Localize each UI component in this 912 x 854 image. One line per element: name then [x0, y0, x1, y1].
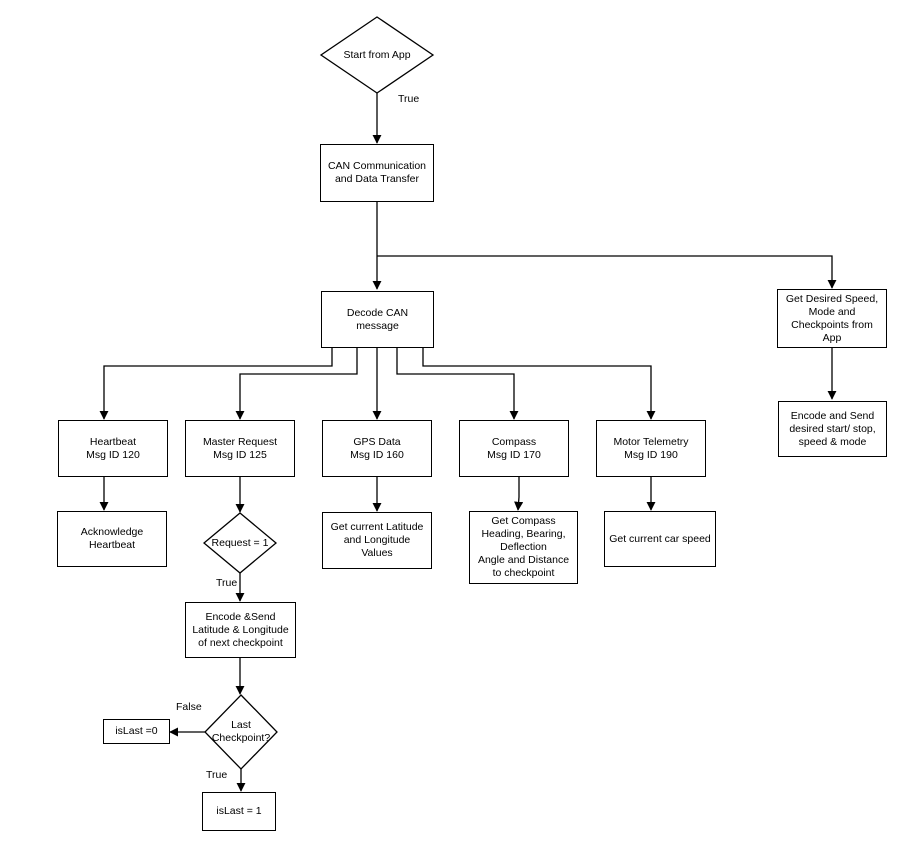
gps-values-node: Get current Latitude and Longitude Value…	[322, 512, 432, 569]
motor-telemetry-node: Motor Telemetry Msg ID 190	[596, 420, 706, 477]
request-true-label: True	[216, 577, 238, 589]
islast-zero-node: isLast =0	[103, 719, 170, 744]
request-check-node: Request = 1	[211, 536, 269, 549]
decode-can-node: Decode CAN message	[321, 291, 434, 348]
last-checkpoint-node: Last Checkpoint?	[211, 719, 271, 744]
islast-one-node: isLast = 1	[202, 792, 276, 831]
start-true-label: True	[398, 93, 420, 105]
can-communication-node: CAN Communication and Data Transfer	[320, 144, 434, 202]
edge-decode-to-motor	[422, 348, 656, 420]
gps-data-node: GPS Data Msg ID 160	[322, 420, 432, 477]
heartbeat-node: Heartbeat Msg ID 120	[58, 420, 168, 477]
compass-values-node: Get Compass Heading, Bearing, Deflection…	[469, 511, 578, 584]
master-request-node: Master Request Msg ID 125	[185, 420, 295, 477]
last-false-label: False	[176, 701, 202, 713]
edge-decode-to-master-request	[235, 348, 358, 420]
acknowledge-heartbeat-node: Acknowledge Heartbeat	[57, 511, 167, 567]
start-node: Start from App	[343, 48, 411, 61]
edge-decode-to-heartbeat	[99, 348, 333, 420]
edge-decode-to-compass	[396, 348, 519, 420]
car-speed-node: Get current car speed	[604, 511, 716, 567]
encode-latlong-node: Encode &Send Latitude & Longitude of nex…	[185, 602, 296, 658]
compass-node: Compass Msg ID 170	[459, 420, 569, 477]
get-desired-speed-node: Get Desired Speed, Mode and Checkpoints …	[777, 289, 887, 348]
edge-can-to-get-desired	[377, 255, 837, 289]
last-true-label: True	[206, 769, 228, 781]
edge-compass-to-values	[514, 477, 524, 511]
encode-send-start-stop-node: Encode and Send desired start/ stop, spe…	[778, 401, 887, 457]
